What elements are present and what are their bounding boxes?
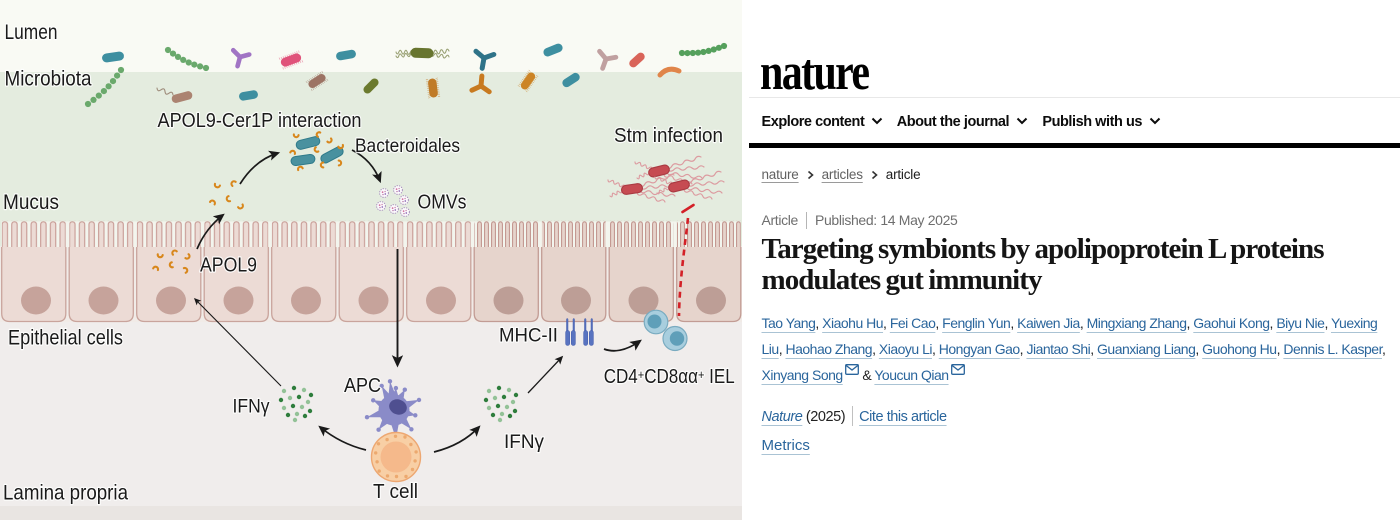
svg-text:Lumen: Lumen bbox=[5, 21, 58, 44]
svg-text:Epithelial cells: Epithelial cells bbox=[8, 327, 123, 350]
svg-text:IFNγ: IFNγ bbox=[233, 396, 270, 418]
svg-text:T cell: T cell bbox=[373, 481, 418, 503]
svg-text:Lamina propria: Lamina propria bbox=[3, 482, 128, 505]
svg-text:CD4+CD8αα+ IEL: CD4+CD8αα+ IEL bbox=[604, 366, 735, 388]
svg-text:Stm infection: Stm infection bbox=[614, 124, 723, 147]
svg-text:MHC-II: MHC-II bbox=[499, 325, 558, 347]
svg-text:APOL9-Cer1P interaction: APOL9-Cer1P interaction bbox=[158, 110, 362, 132]
svg-text:APOL9: APOL9 bbox=[200, 255, 257, 277]
svg-text:IFNγ: IFNγ bbox=[504, 431, 544, 453]
svg-text:Mucus: Mucus bbox=[3, 190, 59, 214]
svg-text:Microbiota: Microbiota bbox=[5, 68, 92, 91]
svg-text:OMVs: OMVs bbox=[418, 192, 467, 214]
svg-text:APC: APC bbox=[344, 375, 381, 397]
svg-text:Bacteroidales: Bacteroidales bbox=[355, 135, 460, 157]
